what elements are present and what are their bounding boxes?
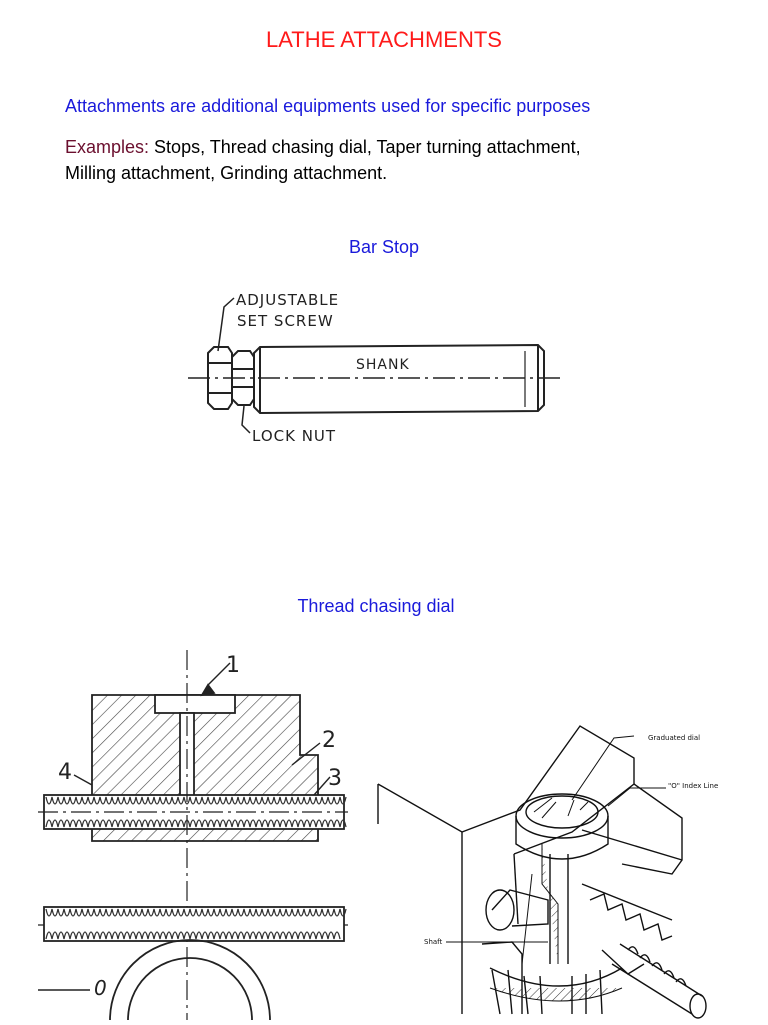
examples-line-1: Stops, Thread chasing dial, Taper turnin… — [149, 137, 581, 157]
page-title: LATHE ATTACHMENTS — [266, 27, 502, 52]
thread-dial-section-diagram: 1 2 3 4 0 — [38, 650, 348, 1021]
label-set-screw: SET SCREW — [237, 312, 334, 330]
bar-stop-caption: Bar Stop — [348, 237, 420, 257]
label-graduated-dial: Graduated dial — [648, 734, 700, 742]
label-index-line: "O" Index Line — [668, 782, 718, 790]
label-4: 4 — [58, 760, 72, 785]
label-2: 2 — [322, 728, 336, 753]
bar-stop-diagram: ADJUSTABLE SET SCREW SHANK LOCK NUT — [188, 291, 562, 445]
label-1: 1 — [226, 653, 240, 678]
label-adjustable: ADJUSTABLE — [236, 291, 339, 309]
label-shank: SHANK — [356, 357, 410, 373]
examples-line-2: Milling attachment, Grinding attachment. — [65, 163, 388, 183]
label-shaft: Shaft — [424, 938, 443, 946]
label-3: 3 — [328, 766, 342, 791]
examples-label: Examples: — [65, 137, 150, 157]
thread-dial-cutaway-diagram: Graduated dial "O" Index Line Shaft — [377, 725, 718, 1019]
intro-text: Attachments are additional equipments us… — [65, 96, 591, 116]
label-0: 0 — [94, 976, 107, 1000]
thread-dial-caption: Thread chasing dial — [297, 596, 455, 616]
examples-text: Examples: Stops, Thread chasing dial, Ta… — [65, 134, 581, 186]
label-lock-nut: LOCK NUT — [252, 427, 336, 445]
